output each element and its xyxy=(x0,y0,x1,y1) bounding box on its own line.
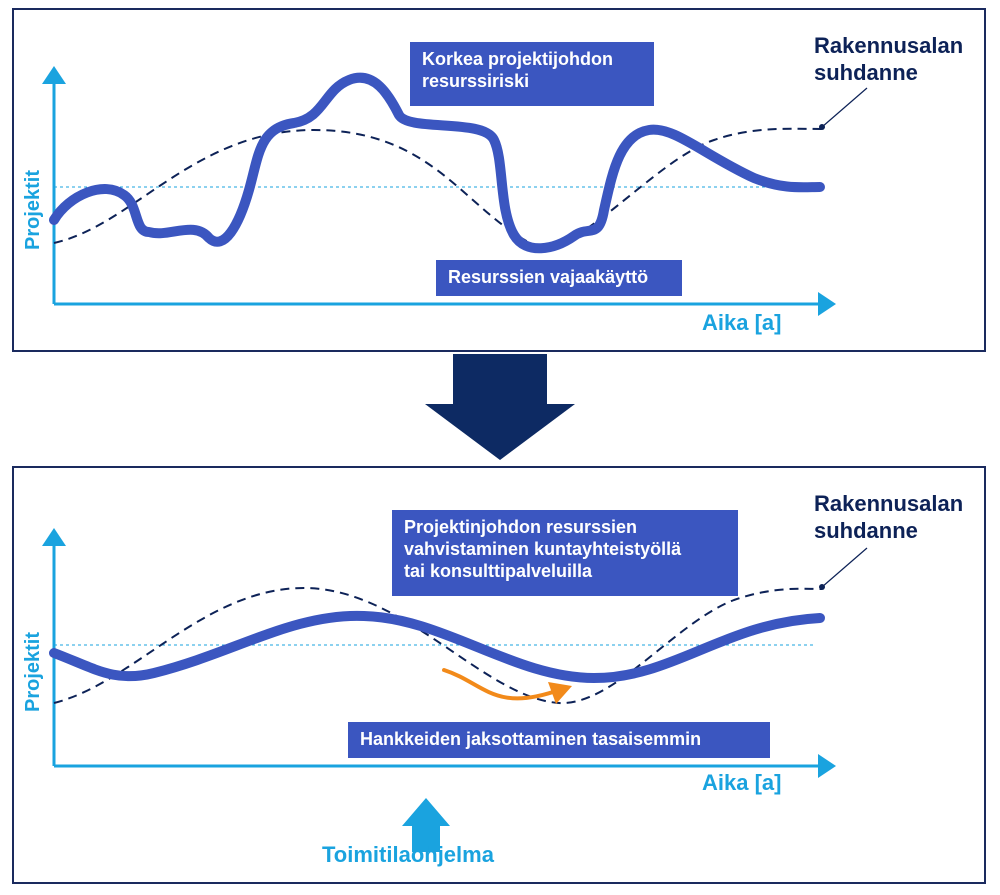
cycle-label-line2: suhdanne xyxy=(814,60,918,85)
cycle-label-line2: suhdanne xyxy=(814,518,918,543)
project-volume-curve xyxy=(49,610,825,683)
cycle-label-pointer-line xyxy=(821,87,868,128)
x-axis-label: Aika [a] xyxy=(702,770,782,795)
top-diagram xyxy=(42,66,868,316)
high-resource-risk-box: Korkea projektijohdon resurssiriski xyxy=(410,42,654,106)
resource-strengthening-box: Projektinjohdon resurssien vahvistaminen… xyxy=(392,510,738,596)
cycle-label-line1: Rakennusalan xyxy=(814,33,964,58)
project-volume-curve xyxy=(49,72,825,254)
x-axis-label: Aika [a] xyxy=(702,310,782,335)
y-axis-arrowhead xyxy=(42,66,66,84)
x-axis-arrowhead xyxy=(818,754,836,778)
business-cycle-curve xyxy=(53,586,823,705)
project-scheduling-text: Hankkeiden jaksottaminen tasaisemmin xyxy=(360,729,702,749)
y-axis-label: Projektit xyxy=(22,631,44,712)
bottom-panel: Projektinjohdon resurssien vahvistaminen… xyxy=(12,466,986,884)
transition-arrow-icon xyxy=(425,354,575,460)
resource-strengthening-line2: vahvistaminen kuntayhteistyöllä xyxy=(404,539,682,559)
bottom-diagram xyxy=(42,528,868,852)
cycle-label: Rakennusalan suhdanne xyxy=(814,490,963,544)
schedule-shift-arrowhead xyxy=(548,682,572,704)
cycle-label-pointer-line xyxy=(821,547,868,588)
x-axis-arrowhead xyxy=(818,292,836,316)
y-axis-arrowhead xyxy=(42,528,66,546)
resource-strengthening-line3: tai konsulttipalveluilla xyxy=(404,561,593,581)
program-label: Toimitilaohjelma xyxy=(322,842,494,867)
resource-underuse-box: Resurssien vajaakäyttö xyxy=(436,260,682,296)
high-resource-risk-text: Korkea projektijohdon resurssiriski xyxy=(422,49,614,91)
resource-strengthening-line1: Projektinjohdon resurssien xyxy=(404,517,638,537)
business-cycle-curve xyxy=(53,127,823,248)
cycle-label: Rakennusalan suhdanne xyxy=(814,32,963,86)
project-scheduling-box: Hankkeiden jaksottaminen tasaisemmin xyxy=(348,722,770,758)
y-axis-label: Projektit xyxy=(22,169,44,250)
cycle-label-line1: Rakennusalan xyxy=(814,491,964,516)
program-up-arrow-icon xyxy=(402,798,450,852)
schedule-shift-arrow-icon xyxy=(442,668,561,701)
resource-underuse-text: Resurssien vajaakäyttö xyxy=(448,267,649,287)
top-panel: Korkea projektijohdon resurssiriski Resu… xyxy=(12,8,986,352)
